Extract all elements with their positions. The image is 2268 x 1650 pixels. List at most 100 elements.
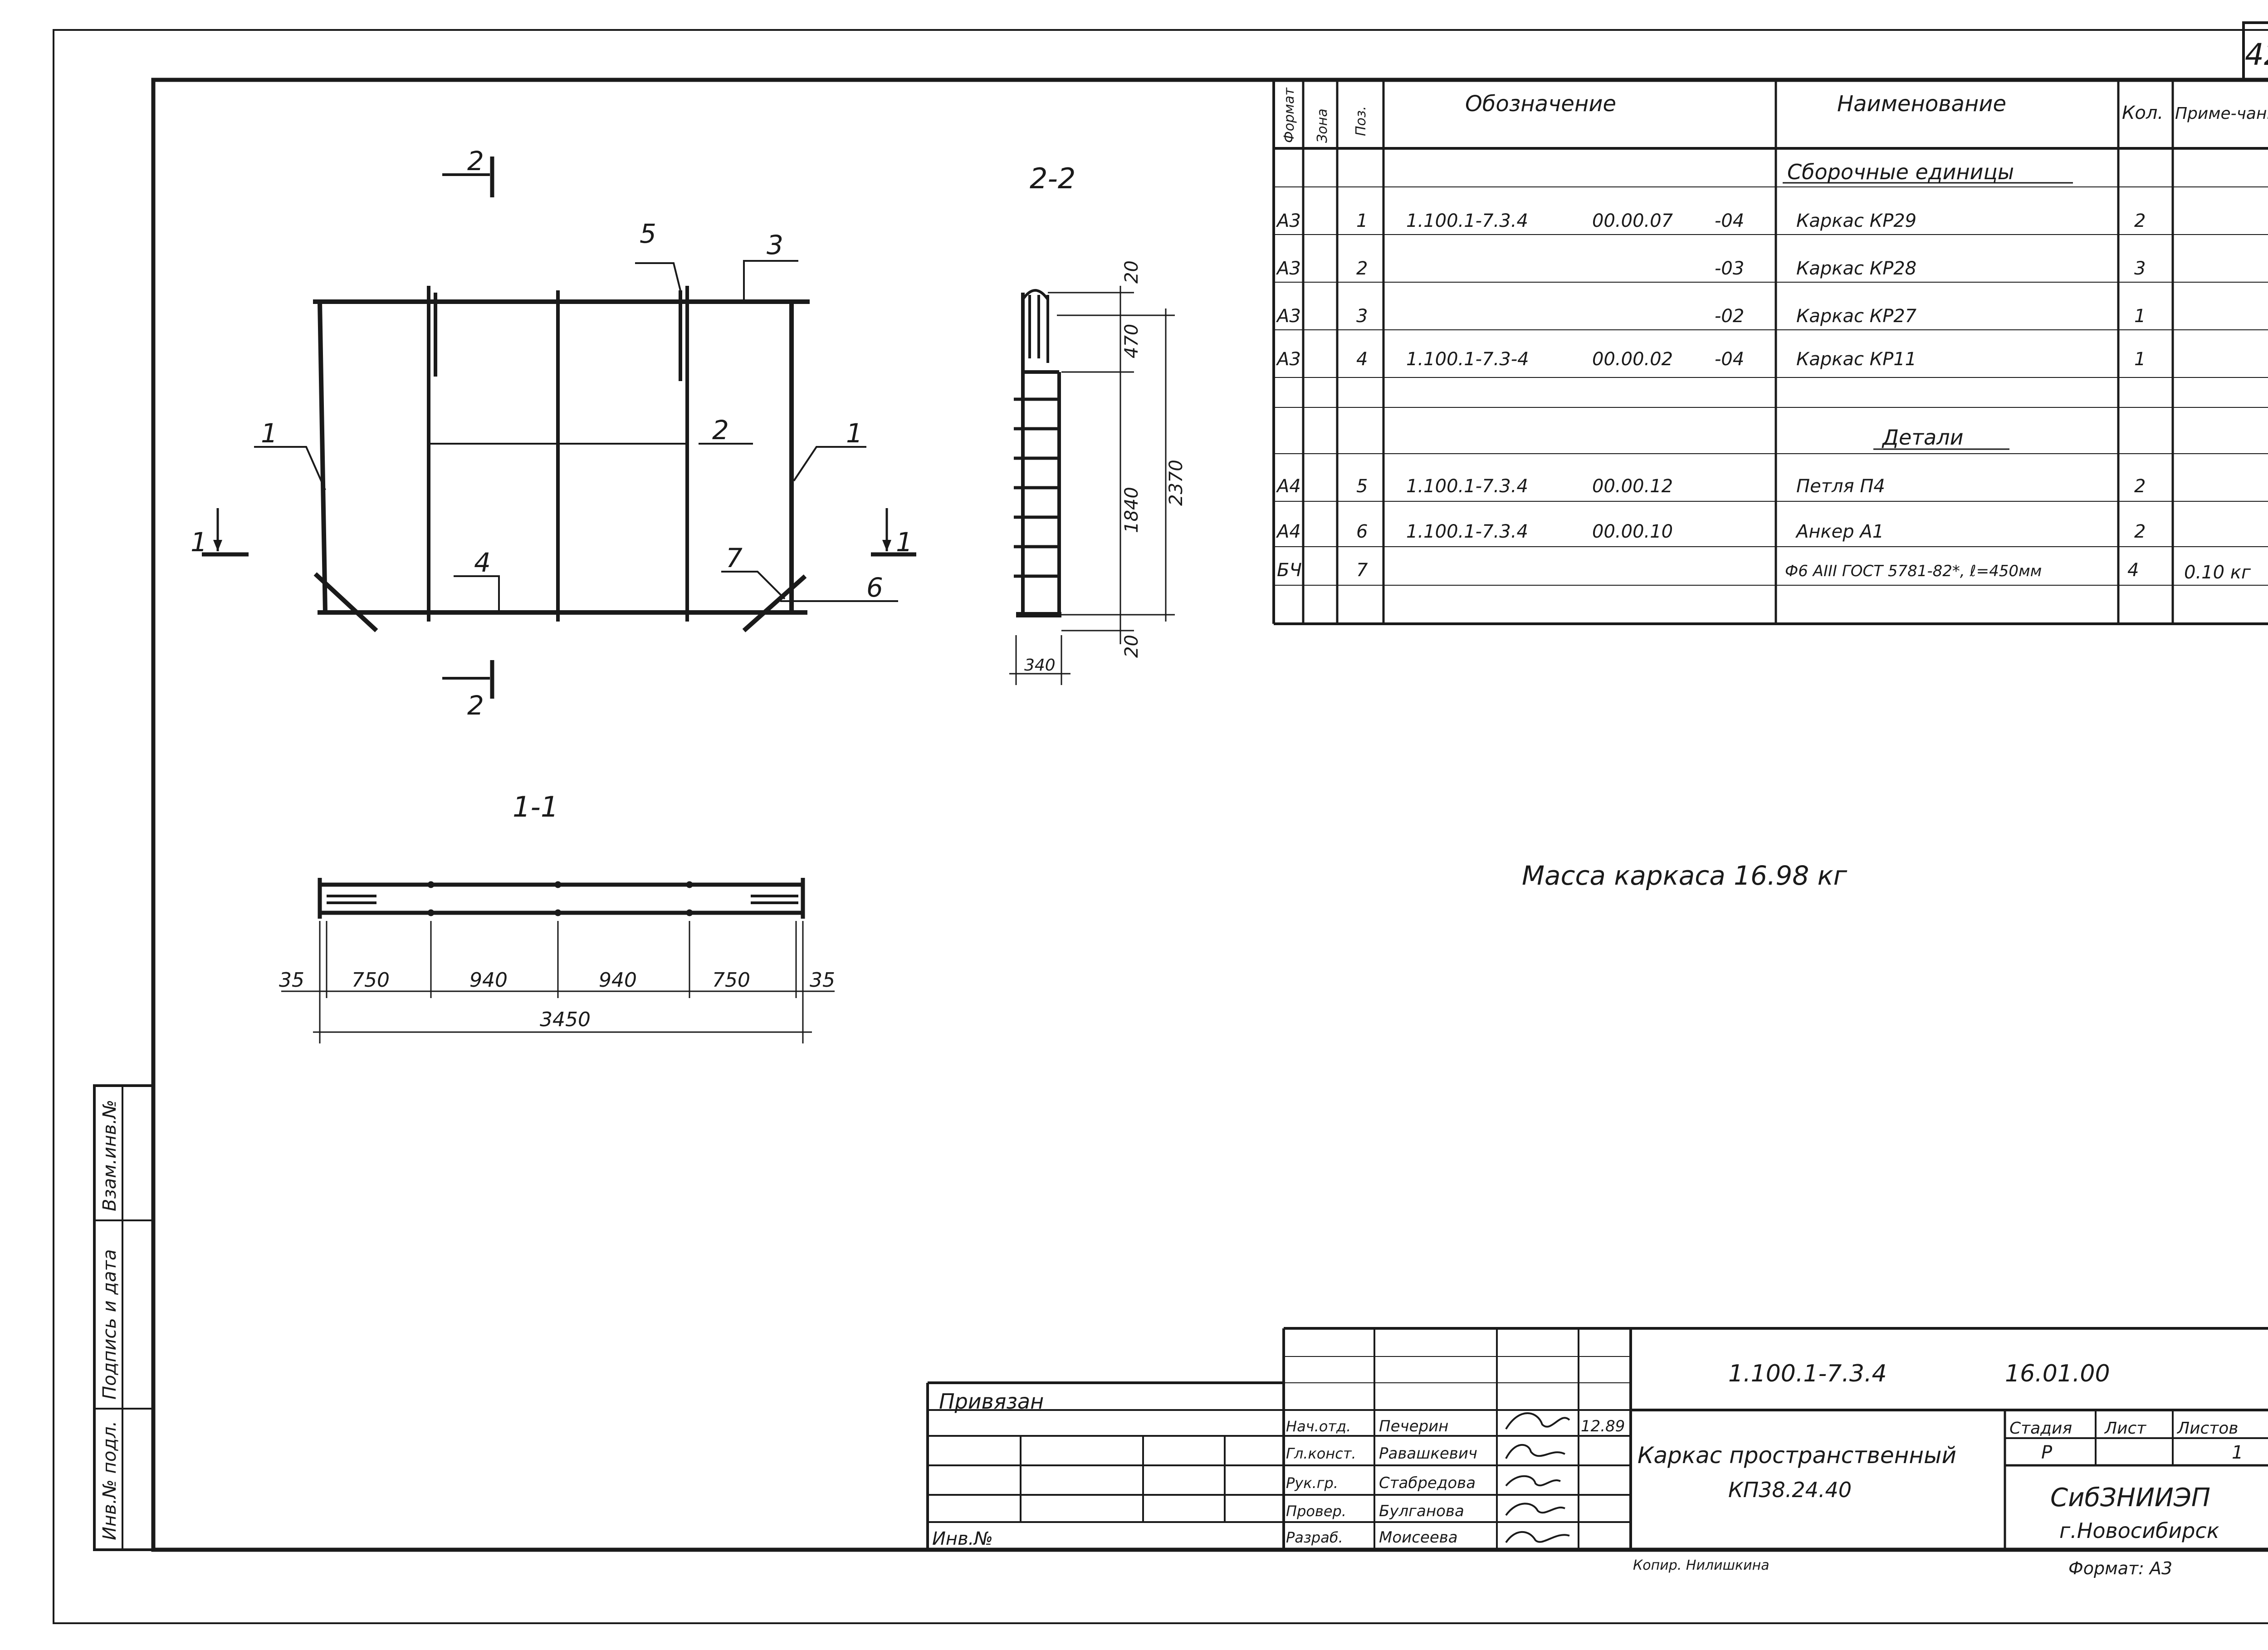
section-2-2-title: 2-2 xyxy=(1030,162,1075,195)
org-name: СибЗНИИЭП xyxy=(2050,1483,2210,1513)
svg-text:2: 2 xyxy=(1356,258,1368,279)
spec-table xyxy=(1272,80,2268,625)
doc-code: 1.100.1-7.3.4 xyxy=(1728,1360,1887,1387)
dim-22-upper: 470 xyxy=(1121,324,1142,358)
role-2-name: Равашкевич xyxy=(1379,1444,1477,1463)
inv-no-label: Инв.№ xyxy=(932,1528,993,1549)
hdr-zone: Зона xyxy=(1315,108,1330,143)
svg-text:7: 7 xyxy=(1356,560,1368,581)
svg-text:Каркас КР29: Каркас КР29 xyxy=(1796,211,1916,231)
title-block-text: Привязан Инв.№ 1.100.1-7.3.4 16.01.00 Ка… xyxy=(932,1360,2243,1578)
cut-label-right: 1 xyxy=(896,527,913,558)
svg-text:00.00.10: 00.00.10 xyxy=(1592,521,1673,542)
sheets-count: 1 xyxy=(2232,1442,2243,1463)
cut-label-left: 1 xyxy=(191,527,207,558)
plan-labels: 2 2 1 1 1 1 2 3 4 5 6 7 xyxy=(191,146,913,721)
dim-22-top: 20 xyxy=(1121,260,1142,284)
stage-label: Стадия xyxy=(2009,1419,2072,1438)
dim-11-2: 940 xyxy=(469,969,508,992)
dim-22-width: 340 xyxy=(1024,656,1056,675)
callout-1-right: 1 xyxy=(846,418,863,449)
role-1-name: Печерин xyxy=(1379,1417,1448,1435)
svg-text:3: 3 xyxy=(1356,306,1368,327)
side-stamp: Взам.инв.№ Подпись и дата Инв.№ подл. xyxy=(93,1084,155,1551)
dim-11-4: 750 xyxy=(712,969,750,992)
section-1-1 xyxy=(281,878,835,1043)
hdr-qty: Кол. xyxy=(2122,103,2163,123)
format-label: Формат: А3 xyxy=(2068,1558,2172,1578)
role-2: Гл.конст. xyxy=(1286,1445,1356,1462)
stage-value: Р xyxy=(2041,1442,2053,1463)
callout-2: 2 xyxy=(712,415,729,446)
hdr-name: Наименование xyxy=(1837,91,2006,117)
svg-text:2: 2 xyxy=(2134,211,2146,231)
outer-border xyxy=(53,29,2268,1624)
spec-row: А3 4 1.100.1-7.3-4 00.00.02 -04 Каркас К… xyxy=(1276,349,2146,370)
svg-text:Ф6 АIII ГОСТ 5781-82*, ℓ=450мм: Ф6 АIII ГОСТ 5781-82*, ℓ=450мм xyxy=(1785,562,2042,580)
hdr-pos: Поз. xyxy=(1353,106,1369,136)
svg-text:0.10 кг: 0.10 кг xyxy=(2184,562,2251,583)
sheet-label: Лист xyxy=(2104,1419,2146,1438)
spec-row: А4 5 1.100.1-7.3.4 00.00.12 Петля П4 2 xyxy=(1276,476,2146,497)
svg-text:Каркас КР11: Каркас КР11 xyxy=(1796,349,1916,370)
svg-text:6: 6 xyxy=(1356,521,1368,542)
section-1-1-title: 1-1 xyxy=(513,790,558,823)
role-4: Провер. xyxy=(1286,1503,1346,1520)
hdr-designation: Обозначение xyxy=(1465,91,1616,117)
plan-view xyxy=(202,157,916,699)
role-3-name: Стабредова xyxy=(1379,1474,1476,1492)
dim-11-1: 750 xyxy=(352,969,390,992)
svg-text:-04: -04 xyxy=(1715,349,1744,370)
org-city: г.Новосибирск xyxy=(2059,1518,2219,1543)
svg-text:5: 5 xyxy=(1356,476,1368,497)
svg-text:4: 4 xyxy=(1356,349,1368,370)
signatures xyxy=(1505,1412,1570,1543)
svg-text:1.100.1-7.3.4: 1.100.1-7.3.4 xyxy=(1406,476,1528,497)
svg-text:А4: А4 xyxy=(1276,521,1301,542)
svg-text:4: 4 xyxy=(2127,560,2139,581)
role-1-date: 12.89 xyxy=(1581,1417,1625,1435)
svg-text:А3: А3 xyxy=(1276,211,1301,231)
role-4-name: Булганова xyxy=(1379,1502,1464,1520)
callout-4: 4 xyxy=(474,547,491,578)
hdr-note: Приме-чание xyxy=(2175,104,2268,123)
svg-text:2: 2 xyxy=(2134,476,2146,497)
role-3: Рук.гр. xyxy=(1286,1474,1338,1492)
object-mark: КП38.24.40 xyxy=(1728,1478,1852,1502)
svg-text:1.100.1-7.3.4: 1.100.1-7.3.4 xyxy=(1406,521,1528,542)
svg-text:А4: А4 xyxy=(1276,476,1301,497)
svg-text:Петля П4: Петля П4 xyxy=(1796,476,1885,497)
dim-22-bottom: 20 xyxy=(1121,635,1142,658)
svg-text:00.00.07: 00.00.07 xyxy=(1592,211,1673,231)
callout-5: 5 xyxy=(640,218,656,249)
svg-text:00.00.02: 00.00.02 xyxy=(1592,349,1673,370)
svg-text:1.100.1-7.3.4: 1.100.1-7.3.4 xyxy=(1406,211,1528,231)
title-block xyxy=(926,1327,2268,1550)
dim-11-0: 35 xyxy=(279,969,304,992)
svg-text:А3: А3 xyxy=(1276,349,1301,370)
svg-text:А3: А3 xyxy=(1276,306,1301,327)
section-assembly: Сборочные единицы xyxy=(1787,160,2014,184)
spec-row: А3 3 -02 Каркас КР27 1 xyxy=(1276,306,2146,327)
stamp-podpis: Подпись и дата xyxy=(99,1249,120,1400)
callout-1-left: 1 xyxy=(261,418,278,449)
svg-text:БЧ: БЧ xyxy=(1277,560,1302,581)
dim-11-5: 35 xyxy=(810,969,835,992)
dim-22-middle: 1840 xyxy=(1121,487,1142,533)
cut-label-top: 2 xyxy=(467,146,484,176)
svg-text:1: 1 xyxy=(2134,306,2146,327)
svg-text:3: 3 xyxy=(2134,258,2146,279)
svg-text:Каркас КР28: Каркас КР28 xyxy=(1796,258,1916,279)
dim-22-total: 2370 xyxy=(1166,460,1187,506)
spec-row: БЧ 7 Ф6 АIII ГОСТ 5781-82*, ℓ=450мм 4 0.… xyxy=(1277,560,2251,583)
section-details: Детали xyxy=(1882,425,1964,450)
role-5-name: Моисеева xyxy=(1379,1528,1458,1547)
cut-label-bottom: 2 xyxy=(467,690,484,721)
svg-text:2: 2 xyxy=(2134,521,2146,542)
inner-frame xyxy=(151,78,2268,1552)
spec-row: А3 2 -03 Каркас КР28 3 xyxy=(1276,258,2146,279)
doc-code-2: 16.01.00 xyxy=(2005,1360,2110,1387)
dim-11-3: 940 xyxy=(599,969,637,992)
sheet-number: 42 xyxy=(2245,37,2268,72)
object-title: Каркас пространственный xyxy=(1637,1442,1956,1469)
